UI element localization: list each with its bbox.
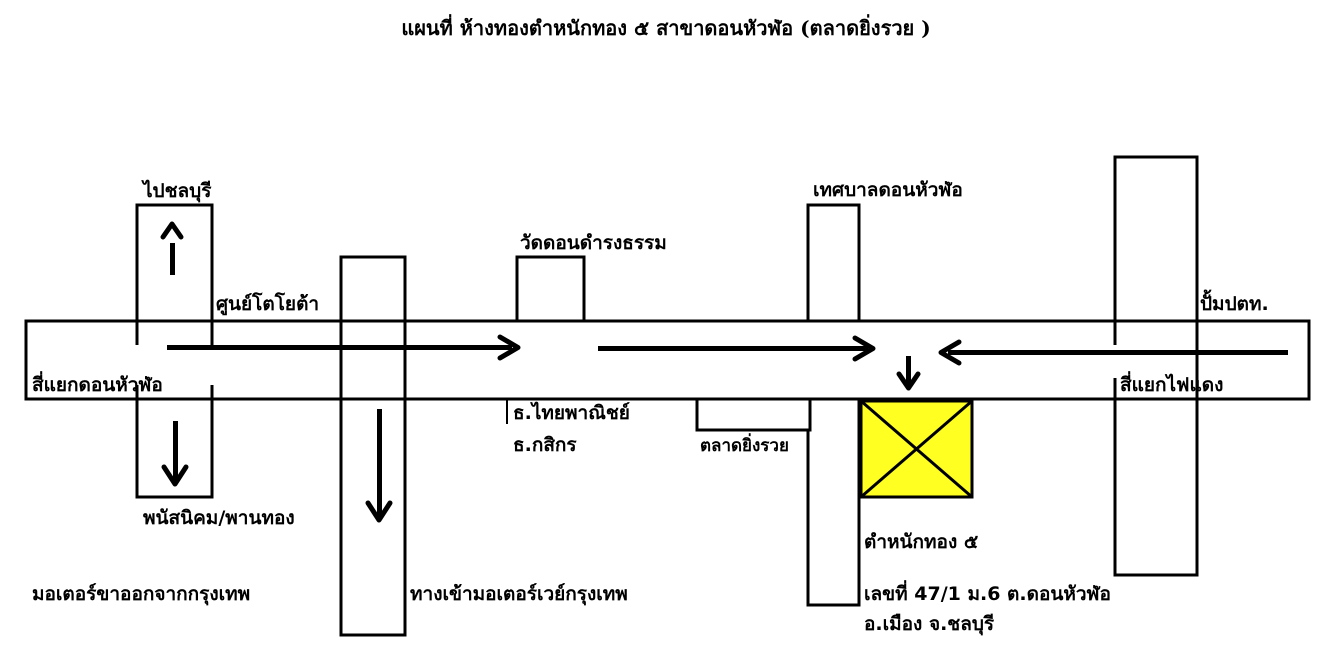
label-bank-scb: ธ.ไทยพาณิชย์ [513, 401, 630, 424]
main-road [24, 319, 1311, 401]
label-intersection-right: สี่แยกไฟแดง [1120, 371, 1223, 396]
label-ptt-station: ปั้มปตท. [1200, 289, 1269, 315]
arrow-right-icon [167, 334, 521, 361]
label-address-line2: อ.เมือง จ.ชลบุรี [864, 613, 995, 636]
label-municipality: เทศบาลดอนหัวฬ่อ [813, 179, 963, 201]
arrow-down-icon [896, 356, 921, 391]
arrow-up-icon [160, 221, 184, 275]
label-motorway-exit: มอเตอร์ขาออกจากกรุงเทพ [32, 583, 250, 606]
label-market: ตลาดยิ่งรวย [700, 433, 789, 456]
label-to-chonburi: ไปชลบุรี [141, 179, 212, 203]
label-intersection-left: สี่แยกดอนหัวฬ่อ [32, 371, 163, 396]
arrow-left-icon [938, 339, 1288, 366]
arrow-down-icon [161, 421, 189, 487]
label-motorway-entrance: ทางเข้ามอเตอร์เวย์กรุงเทพ [410, 583, 628, 606]
label-shop-name: ตำหนักทอง ๕ [864, 531, 978, 553]
label-wat: วัดดอนดำรงธรรม [520, 232, 667, 254]
label-toyota-center: ศูนย์โตโยต้า [216, 292, 319, 316]
motorway-road [339, 255, 407, 637]
label-bank-kasikorn: ธ.กสิกร [513, 434, 577, 456]
shop-location-marker [859, 399, 974, 499]
arrow-right-icon [598, 335, 876, 362]
map-title: แผนที่ ห้างทองตำหนักทอง ๕ สาขาดอนหัวฬ่อ … [401, 16, 931, 40]
wat-block [515, 255, 586, 329]
label-address-line1: เลขที่ 47/1 ม.6 ต.ดอนหัวฬ่อ [864, 580, 1111, 605]
label-to-phanat: พนัสนิคม/พานทอง [143, 507, 295, 529]
arrow-down-icon [365, 409, 393, 523]
municipality-road [806, 203, 861, 607]
